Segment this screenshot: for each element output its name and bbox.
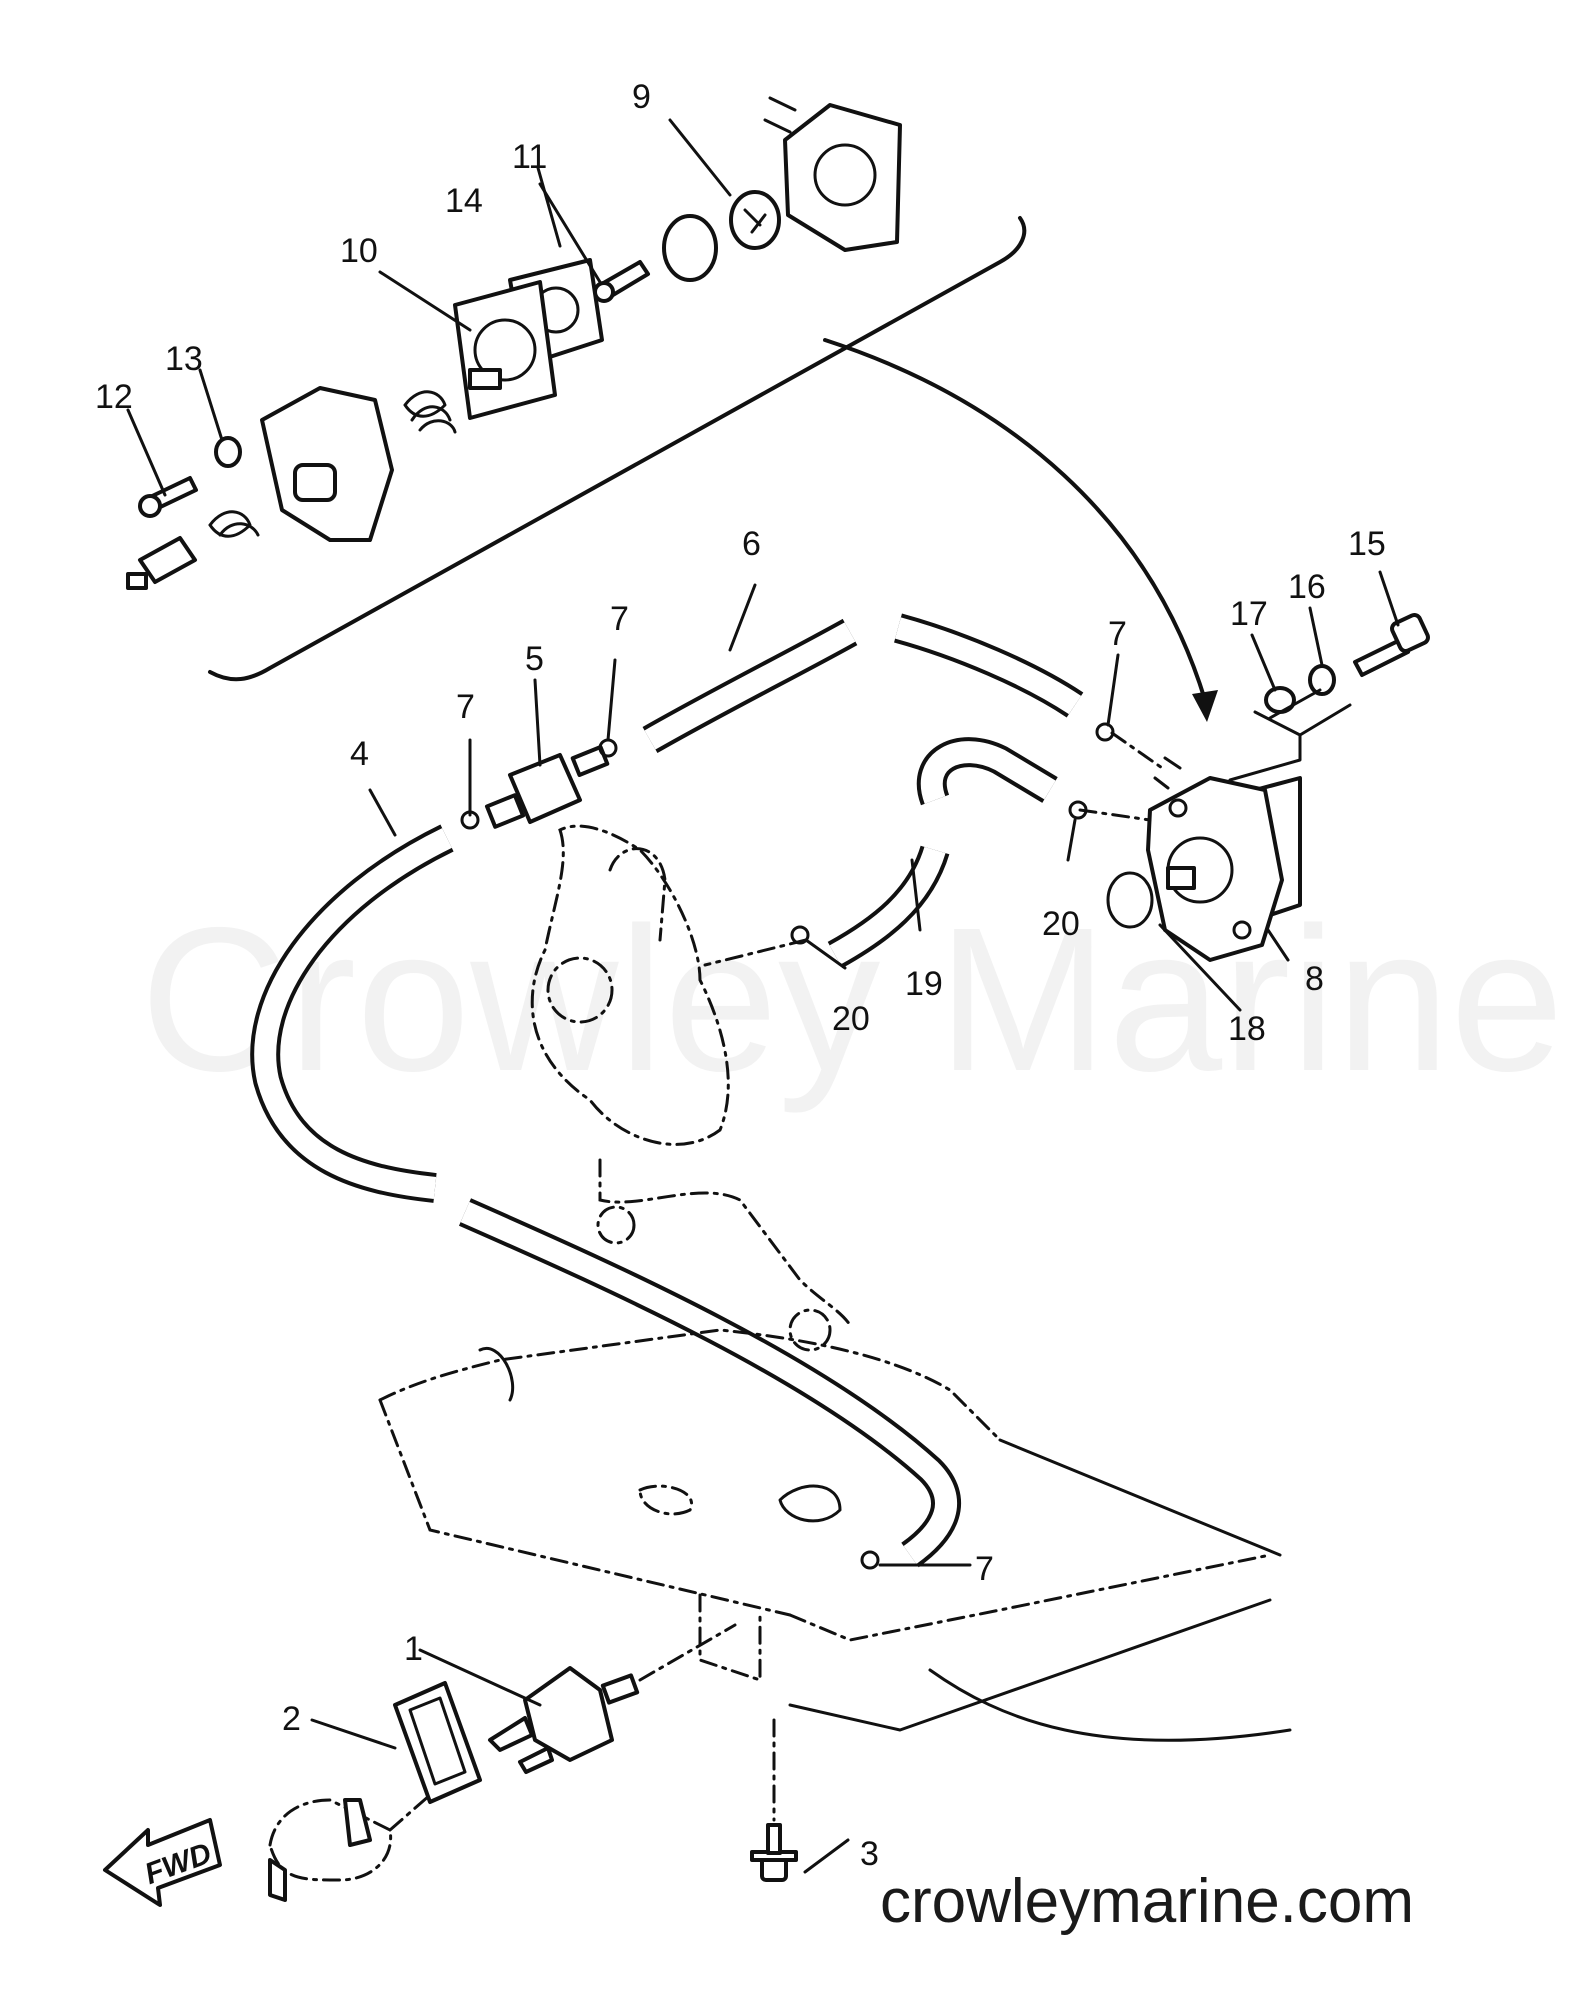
connector-tab bbox=[343, 1798, 372, 1847]
cowling-detail bbox=[478, 1346, 515, 1402]
carburetor-outline bbox=[530, 824, 730, 1146]
connector-guide bbox=[388, 1793, 432, 1832]
spring-lower bbox=[208, 510, 260, 538]
callout-16: 16 bbox=[1288, 568, 1326, 606]
clip-7-c bbox=[1095, 722, 1115, 742]
manifold bbox=[598, 1158, 852, 1327]
valve-plate bbox=[662, 214, 718, 282]
hose-6 bbox=[642, 613, 1084, 754]
screw-12-head bbox=[138, 494, 162, 518]
callout-20-a: 20 bbox=[1042, 905, 1080, 943]
callout-8: 8 bbox=[1305, 960, 1324, 998]
callout-19: 19 bbox=[905, 965, 943, 1003]
site-url: crowleymarine.com bbox=[880, 1867, 1414, 1936]
seal-2 bbox=[393, 1681, 482, 1804]
watermark-text: Crowley Marine bbox=[140, 885, 1564, 1114]
connector-pin bbox=[268, 1858, 287, 1902]
cowling-top-edge bbox=[378, 1328, 1002, 1442]
fuel-filter-5 bbox=[484, 745, 610, 829]
base-port-a bbox=[638, 1484, 694, 1516]
fwd-arrow: FWD bbox=[103, 1818, 222, 1907]
fuel-joint-1 bbox=[488, 1666, 640, 1774]
callout-12: 12 bbox=[95, 378, 133, 416]
base-port-b bbox=[778, 1484, 842, 1523]
cowling-front bbox=[788, 1553, 1272, 1642]
manifold-port-a bbox=[596, 1205, 636, 1245]
spring-upper bbox=[403, 390, 457, 434]
diaphragm-10 bbox=[453, 280, 557, 420]
fuel-joint-guide bbox=[638, 1623, 737, 1682]
diaphragm-center bbox=[473, 318, 537, 382]
pump-bolt-guides bbox=[1228, 688, 1352, 782]
hose-19 bbox=[827, 845, 950, 969]
fuel-pump-8 bbox=[1146, 756, 1302, 962]
callout-7-a: 7 bbox=[456, 688, 475, 726]
inset-pump-parts bbox=[126, 96, 902, 590]
valve-disc-detail bbox=[743, 208, 767, 234]
carburetor-top bbox=[608, 847, 667, 942]
callout-18: 18 bbox=[1228, 1010, 1266, 1048]
callout-10: 10 bbox=[340, 232, 378, 270]
clip-7-d bbox=[860, 1550, 880, 1570]
hose-loop bbox=[916, 737, 1058, 806]
callout-7-d: 7 bbox=[975, 1550, 994, 1588]
screw-3 bbox=[750, 1823, 798, 1882]
bolt-15 bbox=[1353, 613, 1430, 677]
pump-cover-port bbox=[813, 143, 877, 207]
cowling-left-edge bbox=[378, 1398, 792, 1617]
callout-4: 4 bbox=[350, 735, 369, 773]
cowling-bottom bbox=[788, 1598, 1272, 1732]
pump-cover-nipples bbox=[763, 96, 797, 134]
leader-lines bbox=[126, 118, 1400, 1874]
o-ring-18 bbox=[1106, 871, 1154, 929]
callout-7-b: 7 bbox=[610, 600, 629, 638]
callout-11: 11 bbox=[512, 138, 547, 176]
carburetor-throat bbox=[546, 956, 614, 1024]
pump-body-bore bbox=[293, 463, 337, 502]
callout-9: 9 bbox=[632, 78, 651, 116]
callout-3: 3 bbox=[860, 1835, 879, 1873]
plunger-tip bbox=[126, 572, 148, 590]
cowling-curve bbox=[928, 1668, 1292, 1742]
inset-arrow bbox=[823, 338, 1207, 702]
callout-15: 15 bbox=[1348, 525, 1386, 563]
connector-outline bbox=[268, 1798, 393, 1882]
callout-7-c: 7 bbox=[1108, 615, 1127, 653]
cowling-side-line bbox=[998, 1438, 1282, 1557]
fuel-joint-mount bbox=[698, 1593, 762, 1683]
manifold-port-b bbox=[788, 1308, 832, 1352]
callout-5: 5 bbox=[525, 640, 544, 678]
inset-boundary bbox=[208, 216, 1027, 682]
plunger bbox=[138, 536, 197, 584]
callout-13: 13 bbox=[165, 340, 203, 378]
callout-1: 1 bbox=[404, 1630, 423, 1668]
callout-20-b: 20 bbox=[832, 1000, 870, 1038]
hose-4 bbox=[250, 824, 962, 1568]
callout-14: 14 bbox=[445, 182, 483, 220]
callout-2: 2 bbox=[282, 1700, 301, 1738]
washer-13 bbox=[214, 436, 242, 468]
callout-6: 6 bbox=[742, 525, 761, 563]
inset-arrowhead bbox=[1192, 690, 1218, 722]
callout-17: 17 bbox=[1230, 595, 1268, 633]
pump-cover-top bbox=[783, 103, 902, 252]
diaphragm-stem bbox=[468, 368, 502, 390]
washer-16 bbox=[1308, 664, 1336, 696]
